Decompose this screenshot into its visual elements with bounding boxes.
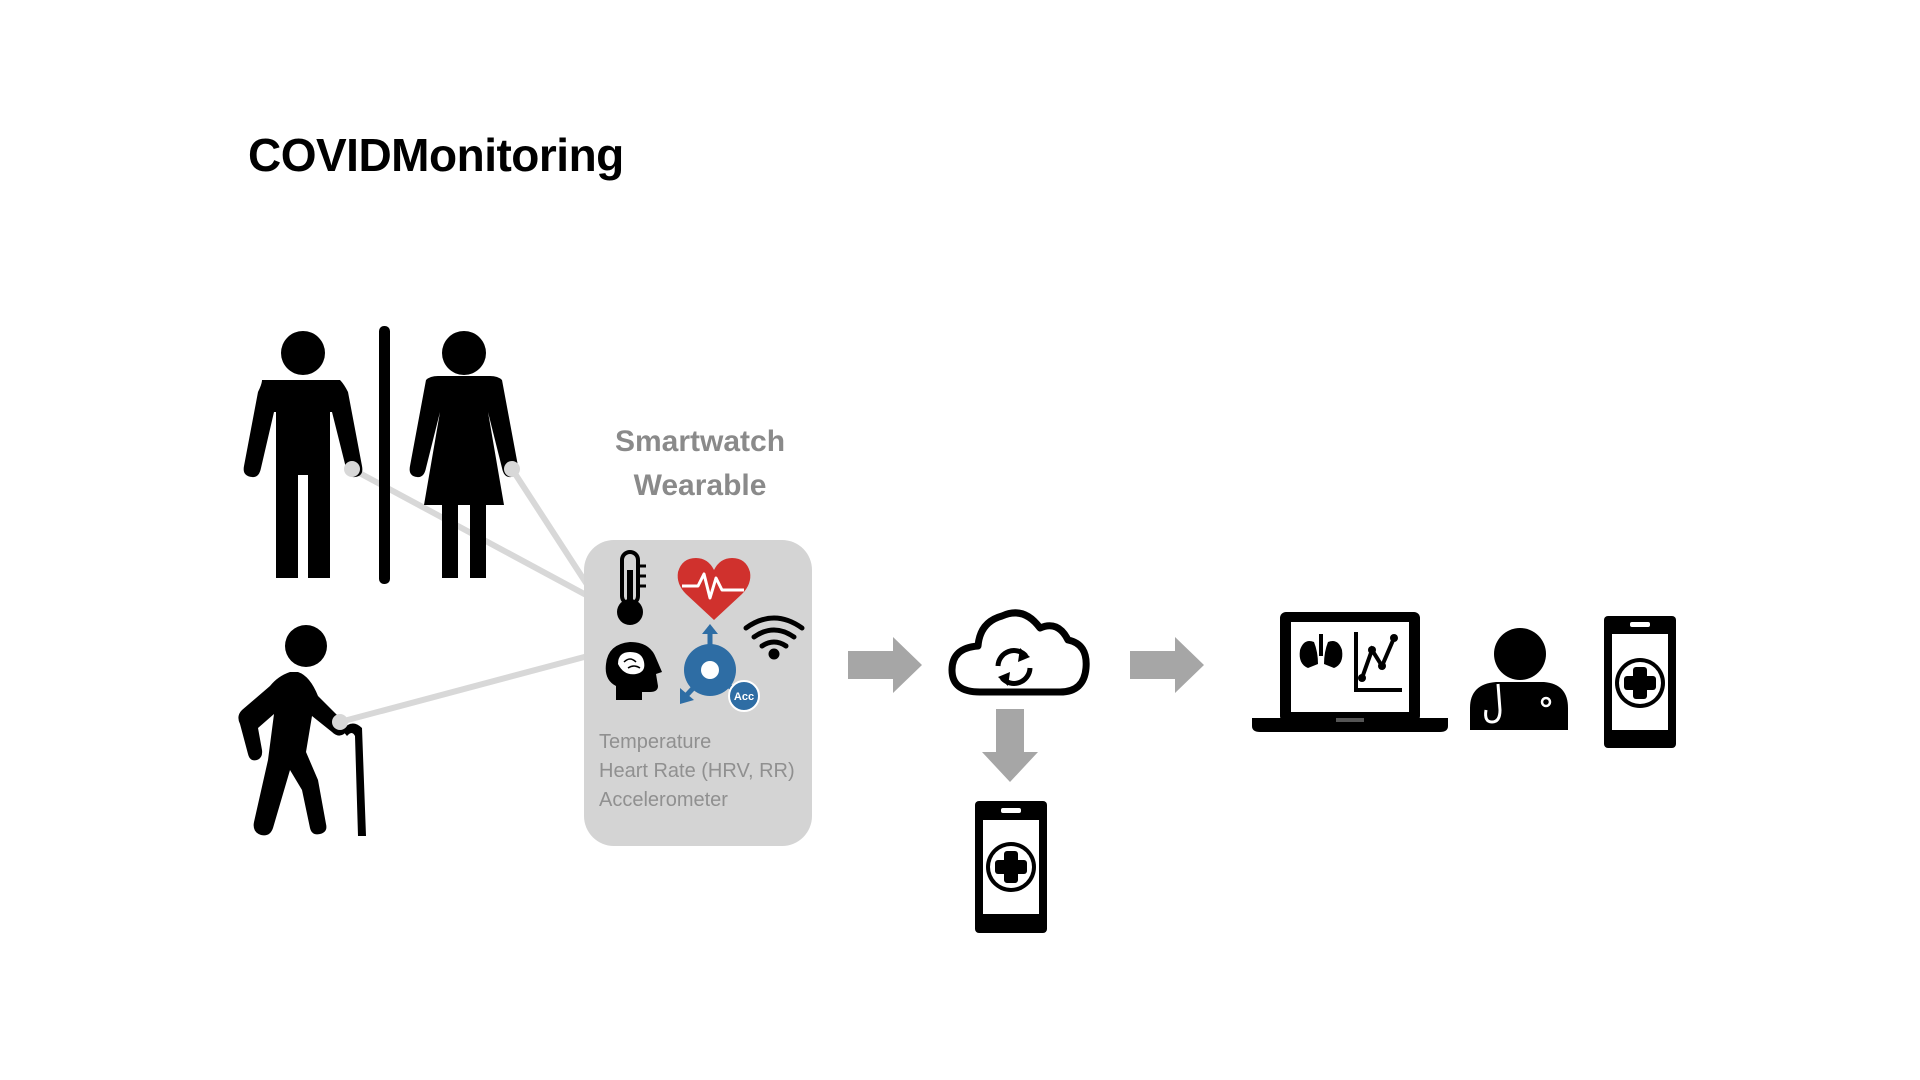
acc-badge: Acc [734,691,754,703]
cloud-sync-icon [948,609,1090,696]
arrow-down-icon [982,709,1038,782]
medical-phone-icon [975,801,1047,933]
connector-woman [509,466,591,589]
thermometer-icon [617,550,646,625]
man-icon [243,331,363,578]
wearable-sensor-box: Acc [584,540,812,846]
arrow-right-icon [1130,637,1204,693]
connector-dots [332,461,520,730]
sensor-accelerometer: Accelerometer [599,789,728,811]
wearable-connectors [337,466,591,725]
wifi-icon [743,615,805,660]
laptop-dashboard-icon [1252,612,1448,732]
sensor-temperature: Temperature [599,731,712,753]
arrow-right-icon [848,637,922,693]
doctor-icon [1470,628,1568,730]
sensor-list: Temperature Heart Rate (HRV, RR) Acceler… [599,728,795,815]
elderly-person-with-cane-icon [238,625,366,836]
accelerometer-icon: Acc [680,624,760,712]
divider-bar [379,326,390,584]
wearable-heading: Smartwatch Wearable [560,420,840,508]
medical-phone-icon [1604,616,1676,748]
connector-elder [337,653,591,725]
wearable-heading-line1: Smartwatch [614,425,786,458]
woman-icon [409,331,519,578]
heart-rate-icon [677,558,751,620]
sensor-heart-rate: Heart Rate (HRV, RR) [599,760,795,782]
sensor-icons: Acc [605,550,805,712]
page-title: COVIDMonitoring [248,129,624,181]
wearable-heading-line2: Wearable [633,469,767,502]
brain-icon [605,642,662,700]
